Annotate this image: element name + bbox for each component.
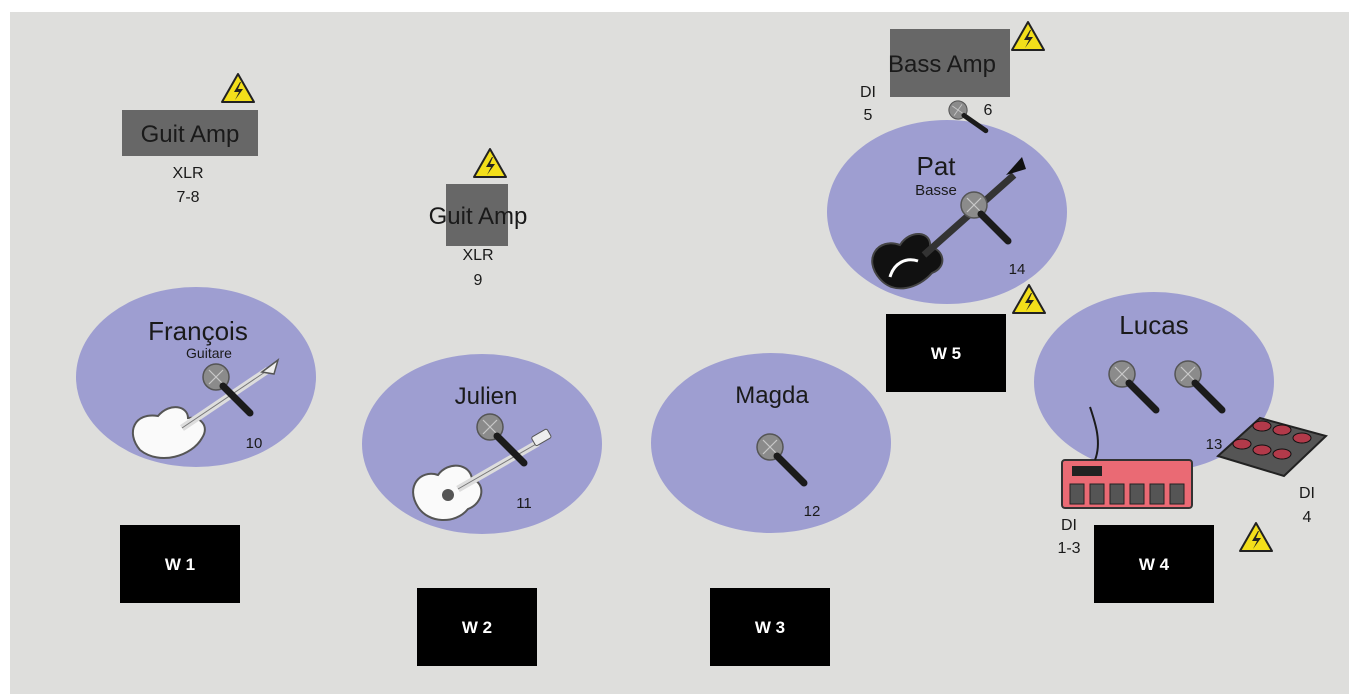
- performer-area: [362, 354, 602, 534]
- performer-role: Guitare: [186, 345, 232, 361]
- mic-channel: 6: [984, 102, 993, 119]
- performer-area: [1034, 292, 1274, 472]
- amp-input-channel: 9: [474, 272, 483, 289]
- power-warning-icon: [473, 148, 507, 178]
- power-warning-icon: [1011, 21, 1045, 51]
- power-warning-icon: [1239, 522, 1273, 552]
- amp-input-channel: 7-8: [176, 189, 199, 206]
- multi-effects-pedal-icon: [1061, 406, 1193, 509]
- di-channel: 1-3: [1057, 540, 1080, 557]
- mic-channel: 13: [1206, 436, 1223, 453]
- wedge-label: W 3: [755, 618, 785, 637]
- wedge-monitor: [120, 525, 240, 603]
- amp-input-type: XLR: [172, 165, 203, 182]
- wedge-label: W 4: [1139, 555, 1170, 574]
- performer-role: Basse: [915, 182, 957, 199]
- amp-cabinet: [446, 184, 508, 246]
- performer-area: [827, 120, 1067, 304]
- amp-input-type: XLR: [462, 247, 493, 264]
- amp-input-channel: 5: [864, 107, 873, 124]
- performer-name: Julien: [455, 383, 518, 410]
- amp-label: Bass Amp: [888, 51, 996, 78]
- wedge-label: W 2: [462, 618, 492, 637]
- performer-name: Pat: [916, 151, 956, 181]
- wedge-label: W 5: [931, 344, 961, 363]
- wedge-monitor: [886, 314, 1006, 392]
- power-warning-icon: [1012, 284, 1046, 314]
- di-channel: 4: [1303, 509, 1312, 526]
- mic-channel: 14: [1009, 261, 1026, 278]
- mic-channel: 12: [804, 503, 821, 520]
- mic-channel: 11: [516, 495, 532, 512]
- drum-pad-icon: [1216, 416, 1328, 478]
- di-label: DI: [1061, 517, 1077, 534]
- wedge-monitor: [1094, 525, 1214, 603]
- performer-name: François: [148, 316, 248, 346]
- amp-cabinet: [122, 110, 258, 156]
- amp-cabinet: [890, 29, 1010, 97]
- power-warning-icon: [221, 73, 255, 103]
- amp-input-type: DI: [860, 84, 876, 101]
- mic-channel: 10: [246, 435, 263, 452]
- performer-name: Lucas: [1119, 310, 1188, 340]
- performer-name: Magda: [735, 382, 809, 409]
- amp-label: Guit Amp: [141, 121, 240, 148]
- amp-label: Guit Amp: [429, 203, 528, 230]
- di-label: DI: [1299, 485, 1315, 502]
- wedge-label: W 1: [165, 555, 195, 574]
- wedge-monitor: [710, 588, 830, 666]
- wedge-monitor: [417, 588, 537, 666]
